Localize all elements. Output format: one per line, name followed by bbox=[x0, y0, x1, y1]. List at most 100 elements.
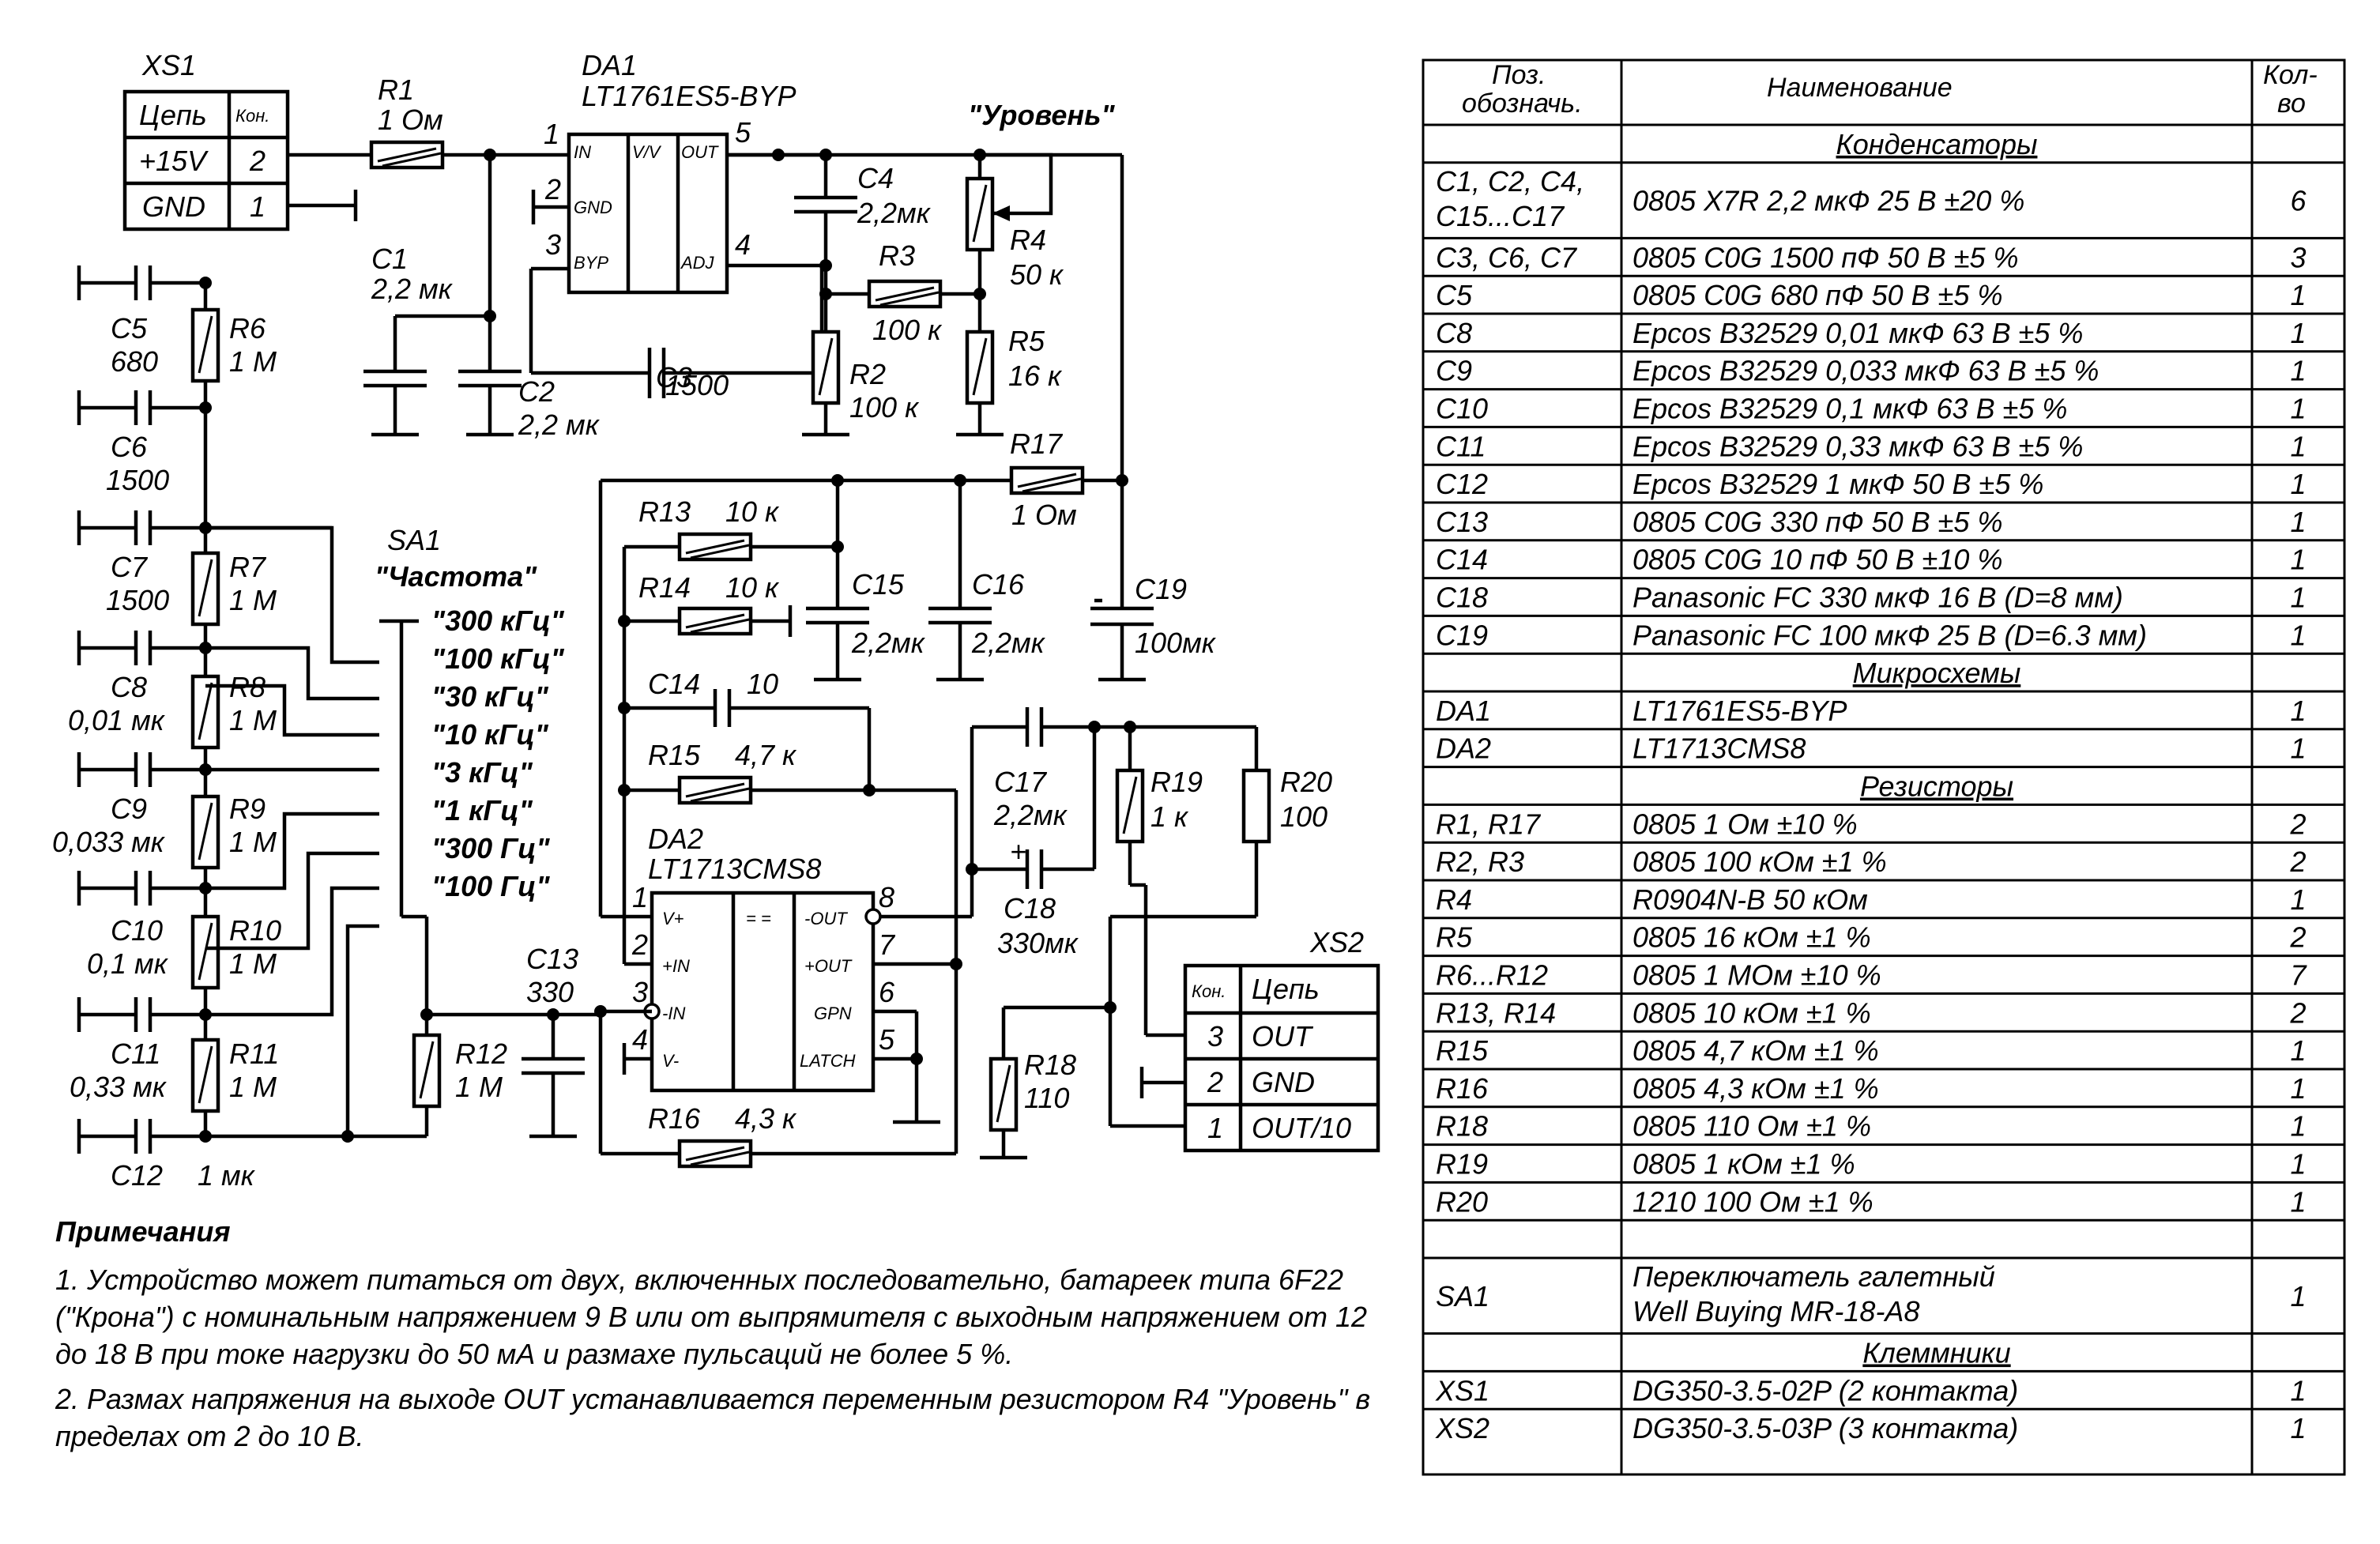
bom-name: Epcos B32529 0,01 мкФ 63 В ±5 % bbox=[1632, 317, 2083, 349]
xs1-row1-pin: 2 bbox=[249, 145, 265, 177]
bom-name: Panasonic FC 100 мкФ 25 В (D=6.3 мм) bbox=[1632, 619, 2147, 651]
r12-ref: R12 bbox=[455, 1037, 507, 1070]
xs2-row1-pin: 3 bbox=[1207, 1020, 1223, 1053]
bom-qty: 7 bbox=[2290, 959, 2307, 992]
bom-ref: C8 bbox=[1436, 317, 1472, 349]
xs2-ref: XS2 bbox=[1309, 926, 1364, 958]
bom-qty: 6 bbox=[2290, 185, 2307, 217]
da1-pin-adj: ADJ bbox=[680, 253, 715, 273]
c9-ref: C9 bbox=[111, 793, 147, 825]
bom-ref: DA1 bbox=[1436, 695, 1491, 727]
xs1-row2-circuit: GND bbox=[142, 190, 205, 223]
r5-value: 16 к bbox=[1008, 360, 1063, 392]
bom-name: R0904N-B 50 кОм bbox=[1632, 883, 1868, 916]
c1-ref: C1 bbox=[371, 243, 408, 275]
r3-ref: R3 bbox=[879, 239, 915, 272]
r6-value: 1 М bbox=[229, 345, 277, 378]
r7-value: 1 М bbox=[229, 584, 277, 616]
c1-c2-caps: C1 2,2 мк C2 2,2 мк bbox=[363, 155, 601, 441]
bom-qty: 2 bbox=[2289, 996, 2306, 1029]
bom-ref: R6...R12 bbox=[1436, 959, 1548, 992]
bom-qty: 1 bbox=[2290, 544, 2306, 576]
c6-value: 1500 bbox=[106, 464, 169, 496]
note-2: 2. Размах напряжения на выходе OUT устан… bbox=[55, 1383, 1371, 1452]
bom-ref: C12 bbox=[1436, 468, 1488, 500]
bom-ref: C9 bbox=[1436, 355, 1472, 387]
bom-ref: XS2 bbox=[1435, 1412, 1489, 1444]
bom-ref: C11 bbox=[1436, 430, 1486, 462]
r3-value: 100 к bbox=[872, 314, 943, 346]
r16-feedback: R16 4,3 к bbox=[594, 958, 962, 1169]
bom-qty: 1 bbox=[2290, 883, 2306, 916]
bom-ref: C19 bbox=[1436, 619, 1488, 651]
bom-ref: R1, R17 bbox=[1436, 808, 1542, 840]
bom-ref: C5 bbox=[1436, 279, 1473, 311]
bom-name: 0805 X7R 2,2 мкФ 25 В ±20 % bbox=[1632, 185, 2024, 217]
da2-pin-outn: -OUT bbox=[804, 909, 848, 928]
c7-value: 1500 bbox=[106, 584, 169, 616]
bom-qty: 1 bbox=[2290, 1374, 2306, 1407]
da2-body: = = bbox=[746, 909, 771, 928]
bom-header-pos-2: обозначь. bbox=[1462, 88, 1583, 119]
c15-ref: C15 bbox=[852, 568, 905, 601]
c5-value: 680 bbox=[111, 345, 158, 378]
bom-name: LT1761ES5-BYP bbox=[1632, 695, 1847, 727]
c3-value: 1500 bbox=[665, 369, 729, 401]
bom-ref: R5 bbox=[1436, 921, 1473, 954]
da2-pin-gpn: GPN bbox=[814, 1004, 852, 1023]
da2-n1: 1 bbox=[632, 881, 648, 913]
bom-qty: 1 bbox=[2290, 393, 2306, 425]
r10-ref: R10 bbox=[229, 914, 281, 947]
bom-name: Epcos B32529 0,33 мкФ 63 В ±5 % bbox=[1632, 430, 2083, 462]
bom-table: Поз. обозначь. Наименование Кол- во Конд… bbox=[1422, 58, 2346, 1476]
c17-ref: C17 bbox=[994, 766, 1048, 798]
da2-n7: 7 bbox=[879, 928, 896, 961]
bom-ref: R2, R3 bbox=[1436, 845, 1524, 878]
xs1-row1-circuit: +15V bbox=[139, 145, 209, 177]
c12-value: 1 мк bbox=[198, 1159, 256, 1192]
xs2-row3-circuit: OUT/10 bbox=[1252, 1112, 1351, 1144]
r18-value: 110 bbox=[1024, 1082, 1069, 1114]
xs2-row1-circuit: OUT bbox=[1252, 1020, 1314, 1053]
bom-qty: 1 bbox=[2290, 430, 2306, 462]
bom-name: Epcos B32529 1 мкФ 50 В ±5 % bbox=[1632, 468, 2043, 500]
da1-n2: 2 bbox=[544, 173, 561, 205]
bom-qty: 1 bbox=[2290, 279, 2306, 311]
bom-qty: 1 bbox=[2290, 1072, 2306, 1105]
bom-ref: C1, C2, C4, bbox=[1436, 165, 1584, 198]
da1-ref: DA1 bbox=[582, 49, 637, 81]
bom-qty: 1 bbox=[2290, 1185, 2306, 1218]
output-network: C17 2,2мк + C18 330мк R19 1 к R20 100 R1… bbox=[956, 707, 1332, 1160]
da2-pin-latch: LATCH bbox=[800, 1051, 856, 1071]
bom-section-title: Резисторы bbox=[1860, 770, 2013, 803]
sa1-pos-8: "100 Гц" bbox=[431, 870, 550, 902]
r17-value: 1 Ом bbox=[1011, 499, 1077, 531]
da1-pin-in: IN bbox=[574, 142, 591, 162]
xs1-ref: XS1 bbox=[141, 49, 196, 81]
xs1-connector: XS1 Цепь Кон. +15V 2 GND 1 bbox=[122, 49, 290, 232]
c18-ref: C18 bbox=[1004, 892, 1056, 925]
da2-n3: 3 bbox=[632, 976, 648, 1008]
da1-n1: 1 bbox=[544, 118, 559, 150]
c10-value: 0,1 мк bbox=[87, 947, 169, 980]
bom-name: 0805 16 кОм ±1 % bbox=[1632, 921, 1871, 954]
da1-body: V/V bbox=[632, 142, 662, 162]
c13-ref: C13 bbox=[526, 943, 578, 975]
r13-value: 10 к bbox=[725, 495, 780, 528]
da2-n4: 4 bbox=[632, 1023, 648, 1056]
r16-value: 4,3 к bbox=[735, 1102, 797, 1135]
bom-name: Переключатель галетный bbox=[1632, 1260, 1995, 1293]
bom-name: 0805 C0G 330 пФ 50 В ±5 % bbox=[1632, 506, 2002, 538]
c4-value: 2,2мк bbox=[857, 197, 932, 229]
da2-pin-vn: V- bbox=[662, 1051, 679, 1071]
bom-ref: R4 bbox=[1436, 883, 1472, 916]
c18-value: 330мк bbox=[997, 927, 1079, 959]
output-divider: C4 2,2мк R3 100 к R2 100 к "Уровень" R4 … bbox=[727, 99, 1124, 608]
da1-pin-out: OUT bbox=[681, 142, 719, 162]
r10-value: 1 М bbox=[229, 947, 277, 980]
r14-value: 10 к bbox=[725, 571, 780, 604]
c1-value: 2,2 мк bbox=[371, 273, 454, 305]
r4-value: 50 к bbox=[1010, 258, 1064, 291]
